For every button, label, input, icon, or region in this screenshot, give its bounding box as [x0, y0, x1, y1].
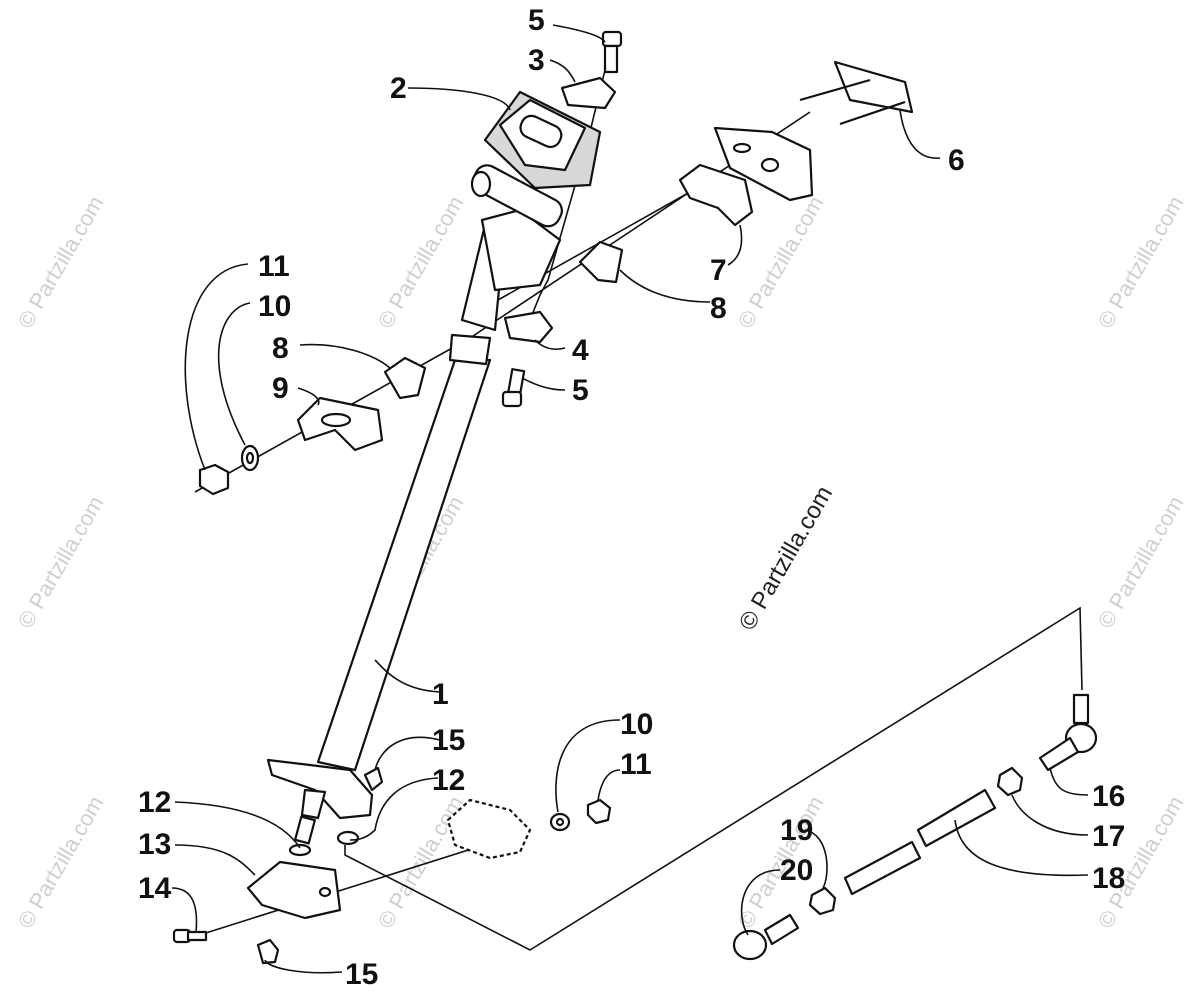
- callout-6: 6: [948, 144, 965, 177]
- nut-lower: [586, 798, 612, 825]
- bolt-upper: [601, 30, 623, 74]
- washer-12-left: [288, 843, 312, 857]
- callout-19: 19: [780, 814, 813, 847]
- callout-8-right: 8: [710, 292, 727, 325]
- callout-11-upper: 11: [258, 250, 290, 283]
- callout-20: 20: [780, 854, 813, 887]
- watermark-2: © Partzilla.com: [13, 492, 109, 633]
- callout-17: 17: [1092, 820, 1125, 853]
- bar-clamp: [678, 163, 754, 227]
- lower-plate-dashed: [446, 798, 532, 860]
- mount-bolt: [172, 928, 208, 944]
- callout-9: 9: [272, 372, 289, 405]
- watermark-1: © Partzilla.com: [13, 192, 109, 333]
- watermark-4: © Partzilla.com: [373, 192, 469, 333]
- tie-rod-end-upper: [1038, 693, 1098, 772]
- steering-post: [266, 164, 563, 845]
- callout-14: 14: [138, 872, 172, 905]
- watermark-9: © Partzilla.com: [1093, 192, 1189, 333]
- mount-bracket: [246, 860, 342, 920]
- tie-rod-tube: [843, 788, 997, 896]
- callout-16: 16: [1092, 780, 1125, 813]
- callout-4: 4: [572, 334, 589, 367]
- callout-11-lower: 11: [620, 748, 652, 781]
- callout-1: 1: [432, 678, 449, 711]
- nut-15-upper: [363, 766, 384, 792]
- upper-clamp: [560, 76, 617, 110]
- callout-12-left: 12: [138, 786, 171, 819]
- callout-15-lower: 15: [345, 958, 378, 991]
- callout-15-upper: 15: [432, 724, 465, 757]
- handlebar-bracket: [713, 60, 914, 202]
- nut-left: [198, 463, 230, 496]
- callout-3: 3: [528, 44, 545, 77]
- watermark-3: © Partzilla.com: [13, 792, 109, 933]
- callout-12-right: 12: [432, 764, 465, 797]
- callout-10-lower: 10: [620, 708, 653, 741]
- callout-10-upper: 10: [258, 290, 291, 323]
- watermark-10: © Partzilla.com: [1093, 492, 1189, 633]
- bushing-left: [383, 356, 427, 400]
- nut-15-lower: [256, 938, 280, 965]
- handlebar-pad: [483, 90, 602, 190]
- watermark-center: © Partzilla.com: [734, 481, 838, 635]
- washer-left: [240, 444, 260, 472]
- jam-nut-19: [808, 886, 837, 916]
- jam-nut-17: [996, 766, 1024, 797]
- callout-labels: 1 2 3 4 5 5 6 7 8 8 9 10 10 11 11 12 12 …: [138, 4, 1125, 991]
- bushing-right: [578, 240, 624, 284]
- callout-2: 2: [390, 72, 407, 105]
- callout-13: 13: [138, 828, 171, 861]
- callout-18: 18: [1092, 862, 1125, 895]
- lower-clamp: [503, 310, 554, 344]
- bolt-lower: [501, 368, 526, 408]
- leader-lines: [171, 24, 1089, 974]
- lower-bar-clamp: [296, 396, 384, 452]
- tie-rod-end-lower: [732, 913, 800, 961]
- callout-5-lower: 5: [572, 374, 589, 407]
- washer-12-right: [336, 830, 360, 846]
- callout-8-left: 8: [272, 332, 289, 365]
- callout-7: 7: [710, 254, 727, 287]
- callout-5-upper: 5: [528, 4, 545, 37]
- washer-lower: [549, 812, 571, 832]
